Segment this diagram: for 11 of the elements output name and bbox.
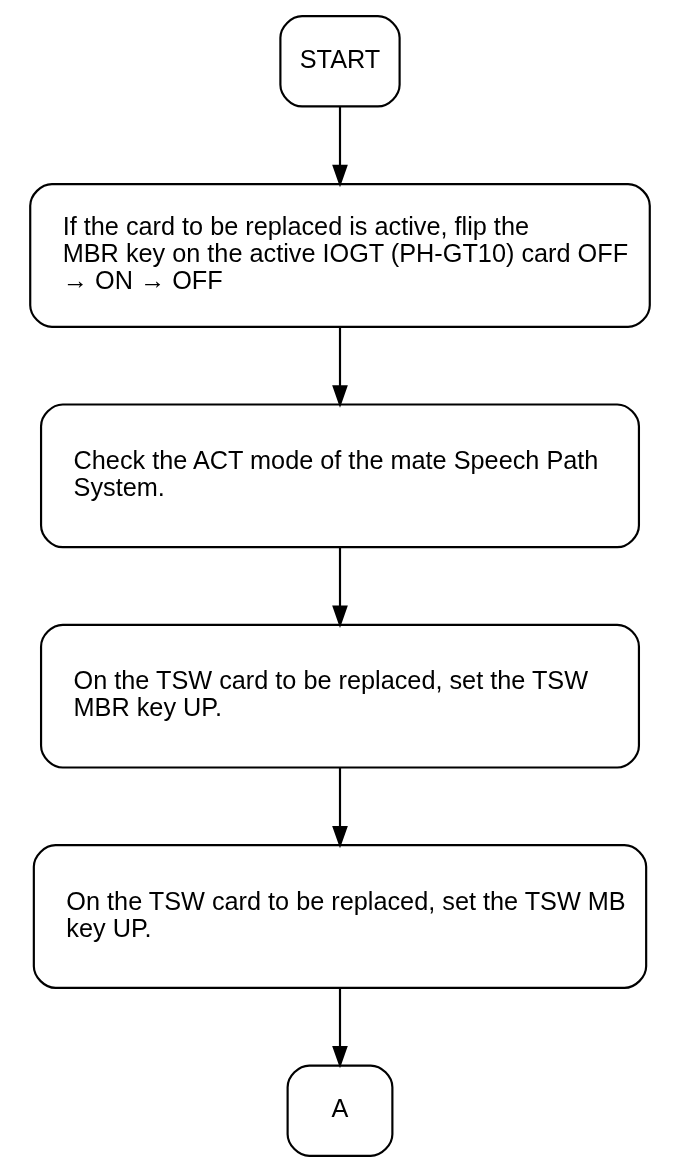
arrow: [331, 547, 348, 628]
arrow: [331, 106, 348, 188]
node-box: START: [278, 15, 401, 108]
arrow: [331, 767, 348, 849]
arrow: [331, 988, 348, 1069]
node-box: A: [286, 1064, 393, 1157]
node-box: If the card to be replaced is active, flip the MBR key on the active IOGT (PH-GT10) card OFF → ON → OFF: [28, 183, 651, 328]
node-box: On the TSW card to be replaced, set the TSW MB key UP.: [32, 844, 647, 989]
node-box: On the TSW card to be replaced, set the TSW MBR key UP.: [39, 623, 640, 769]
node-box: Check the ACT mode of the mate Speech Path System.: [39, 403, 640, 549]
arrow: [331, 327, 348, 408]
